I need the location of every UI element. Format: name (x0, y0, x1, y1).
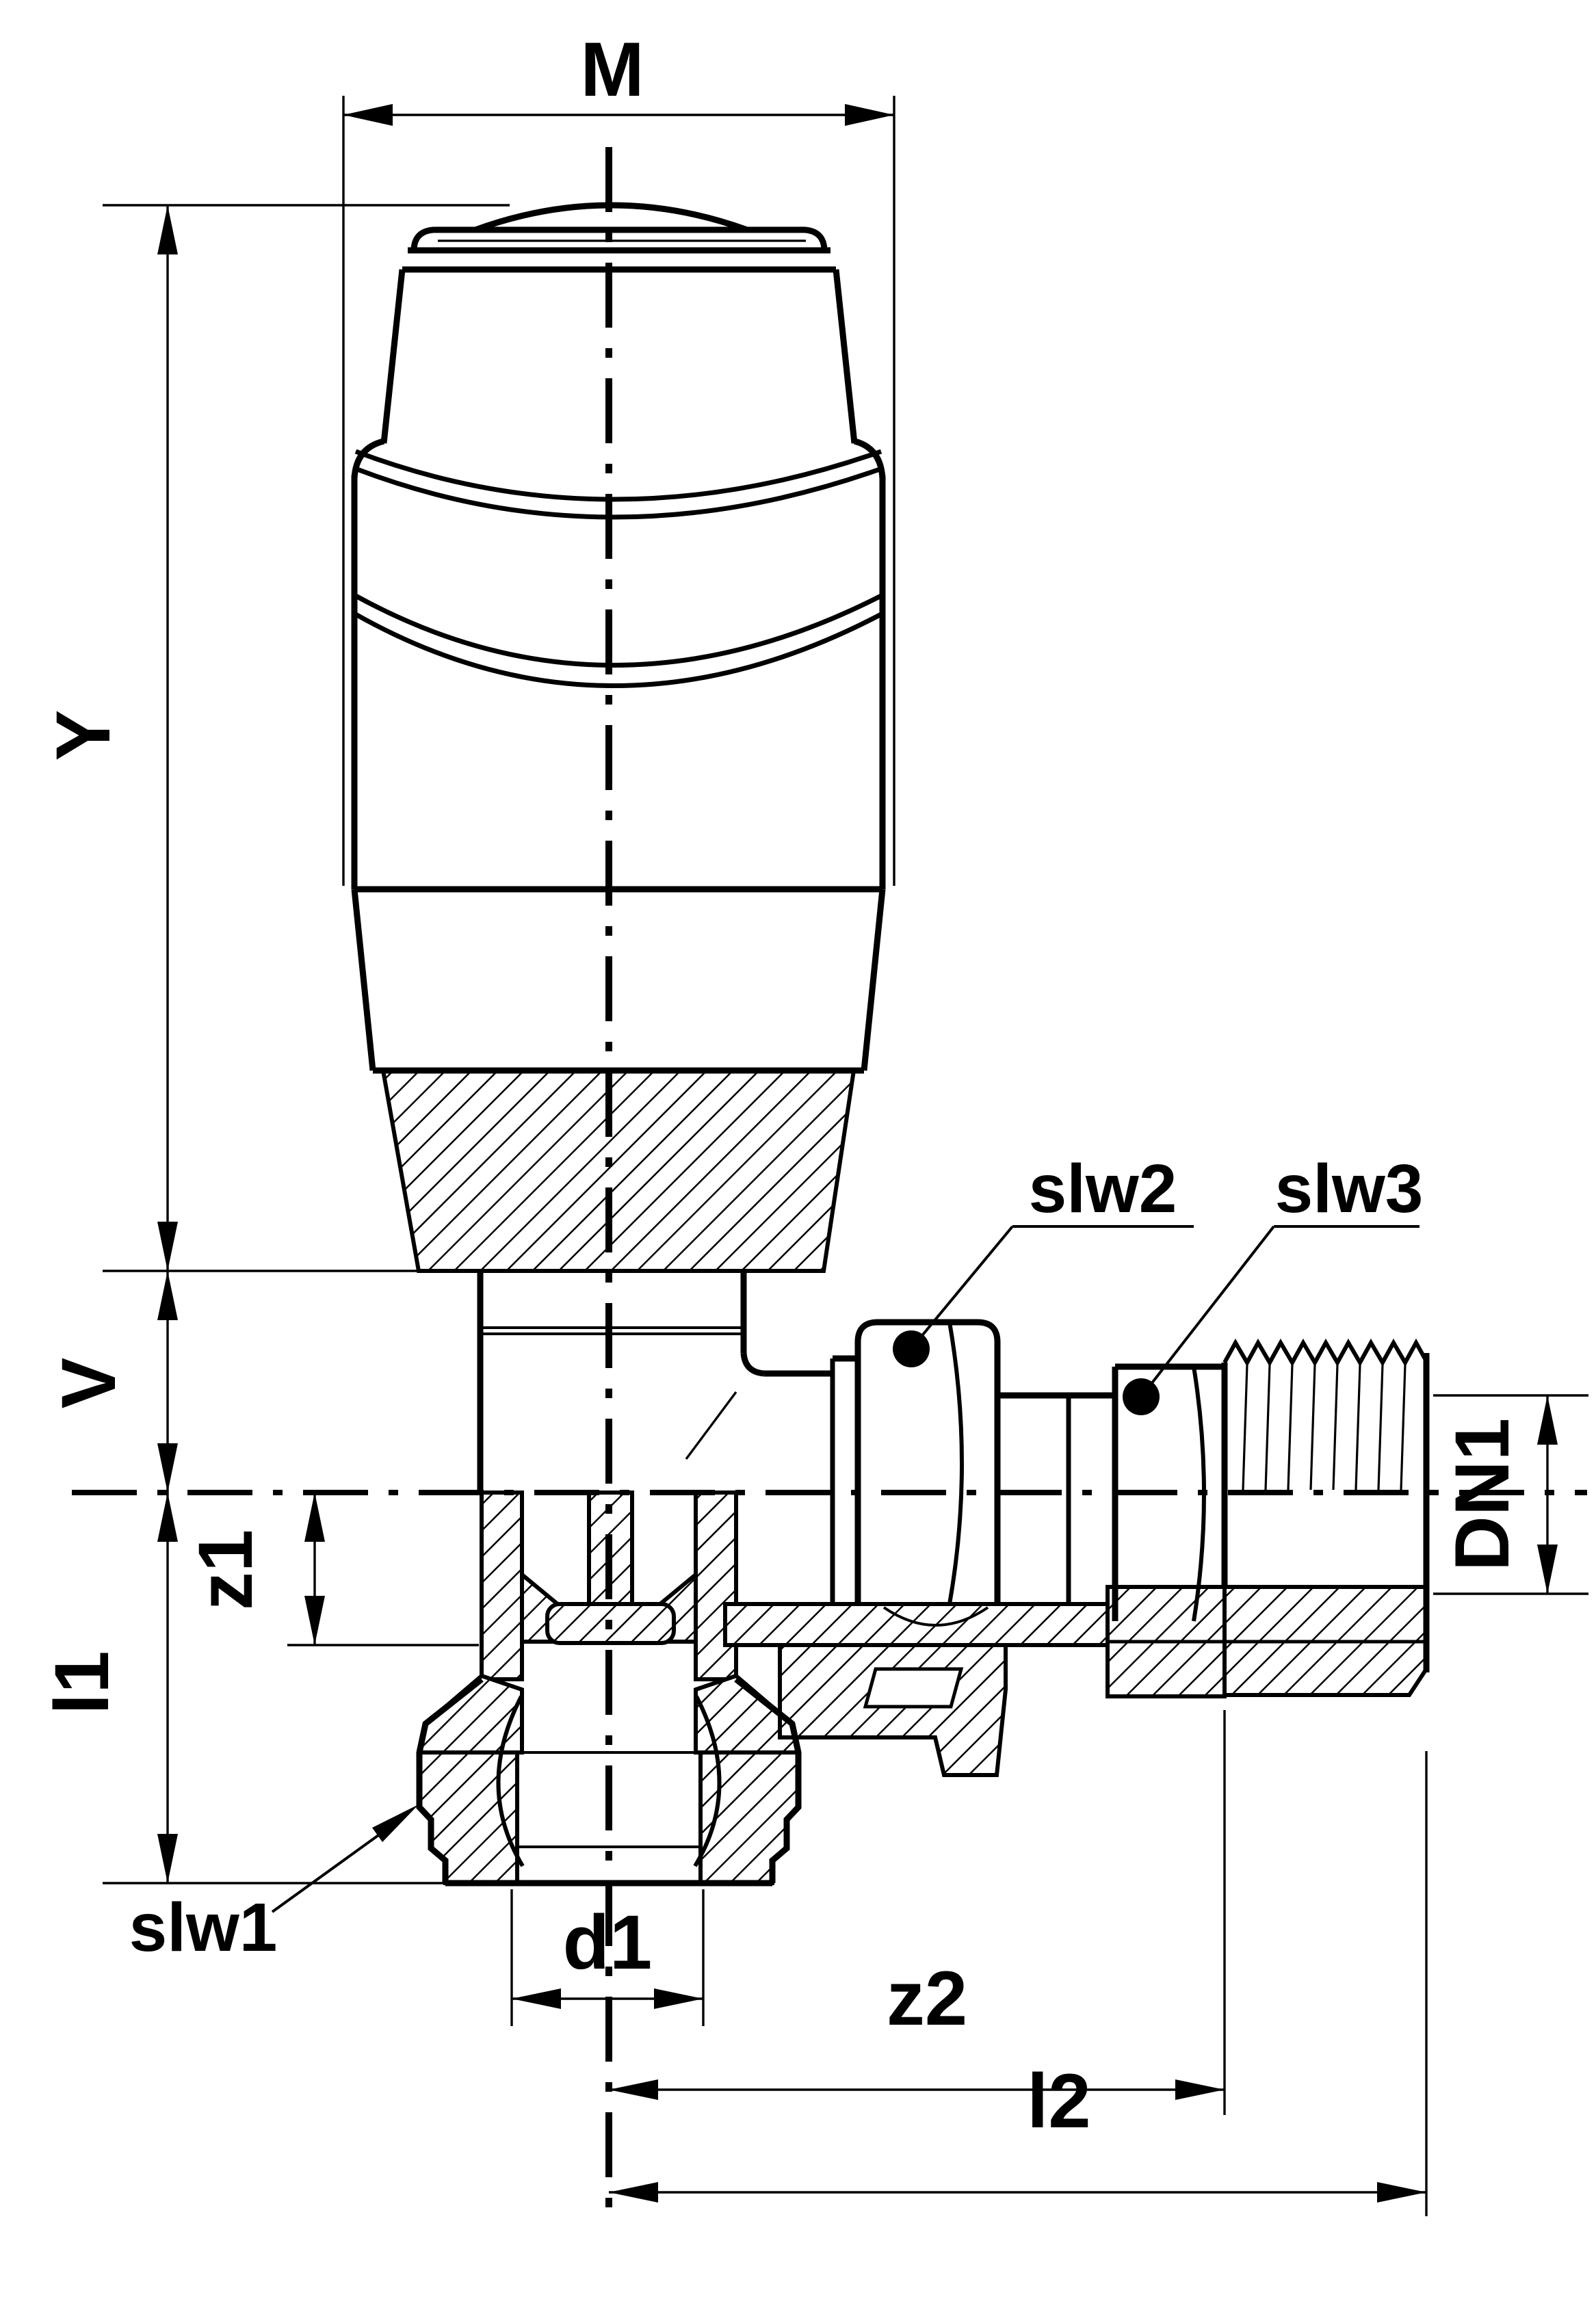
section-hatching (380, 1068, 1428, 1885)
thread-flank-lines (1242, 1364, 1407, 1490)
label-l2: l2 (1027, 2058, 1090, 2144)
label-y: Y (40, 710, 126, 761)
z1-arrow-bottom (304, 1596, 325, 1645)
label-v: V (46, 1358, 131, 1409)
slw1-leader (271, 1818, 402, 1913)
olive-arc-left (496, 1695, 525, 1867)
y-arrow-bottom (157, 1222, 178, 1271)
l1-arrow-bottom (157, 1834, 178, 1883)
label-slw1: slw1 (129, 1889, 278, 1966)
l2-arrow-right (1377, 2182, 1426, 2203)
thread-crest-zigzag (1222, 1338, 1428, 1367)
head-lower-rim-arc1 (353, 592, 884, 668)
branch-wall-near (723, 1602, 1110, 1647)
z2-arrow-left (609, 2079, 658, 2100)
olive-arc-right (693, 1695, 722, 1867)
head-collar-side-right (861, 889, 886, 1071)
branch-seat-block (778, 1643, 1008, 1777)
slw2-nut-outline (854, 1319, 1001, 1604)
head-collar-side-left (351, 889, 376, 1071)
slw3-reference-dot (1123, 1378, 1160, 1415)
gasket-notch (863, 1667, 964, 1709)
dn1-arrow-top (1537, 1395, 1558, 1445)
body-fillet (740, 1352, 765, 1377)
body-wall-left (480, 1490, 524, 1681)
v-arrow-top (157, 1271, 178, 1320)
body-flat-mark (685, 1391, 737, 1460)
thermostatic-head (351, 202, 886, 1074)
m-arrow-right (845, 104, 894, 126)
head-cap-top (410, 226, 828, 250)
body-wall-right (694, 1490, 738, 1681)
label-d1: d1 (563, 1900, 653, 1985)
dimension-labels: M Y V z1 l1 d1 DN1 z2 l2 (39, 27, 1525, 2144)
union-nut-profile-left (416, 1677, 484, 1883)
label-z1: z1 (183, 1529, 268, 1610)
z1-arrow-top (304, 1493, 325, 1542)
label-m: M (580, 27, 644, 112)
d1-arrow-right (654, 1988, 703, 2009)
label-slw3: slw3 (1275, 1151, 1424, 1227)
slw2-reference-dot (893, 1330, 930, 1367)
head-cone-side-right (833, 269, 858, 444)
head-upper-rim-arc2 (356, 467, 881, 520)
head-lower-rim-arc2 (353, 611, 884, 688)
dn1-arrow-bottom (1537, 1545, 1558, 1594)
l2-arrow-left (609, 2182, 658, 2203)
slw3-leader (1145, 1225, 1275, 1391)
label-z2: z2 (887, 1956, 967, 2041)
y-arrow-top (157, 205, 178, 254)
label-l1: l1 (39, 1651, 125, 1714)
head-cone-side-left (380, 269, 406, 444)
z2-arrow-right (1175, 2079, 1225, 2100)
l1-arrow-top (157, 1493, 178, 1542)
head-knurled-ring (380, 1068, 856, 1273)
slw2-nut-facet-arc (947, 1322, 964, 1605)
head-upper-rim-arc1 (354, 449, 882, 502)
callout-labels: slw1 slw2 slw3 (129, 1151, 1424, 1966)
v-arrow-bottom (157, 1443, 178, 1493)
label-dn1: DN1 (1439, 1418, 1525, 1571)
branch-gasket-arc (882, 1606, 989, 1627)
callout-leaders (271, 1225, 1420, 1913)
dimension-graphics (103, 96, 1588, 2216)
dimension-arrowheads (157, 104, 1558, 2203)
union-nut-profile-right (734, 1677, 802, 1883)
d1-arrow-left (512, 1988, 561, 2009)
slw2-leader (915, 1225, 1014, 1343)
label-slw2: slw2 (1029, 1151, 1177, 1227)
m-arrow-left (343, 104, 393, 126)
